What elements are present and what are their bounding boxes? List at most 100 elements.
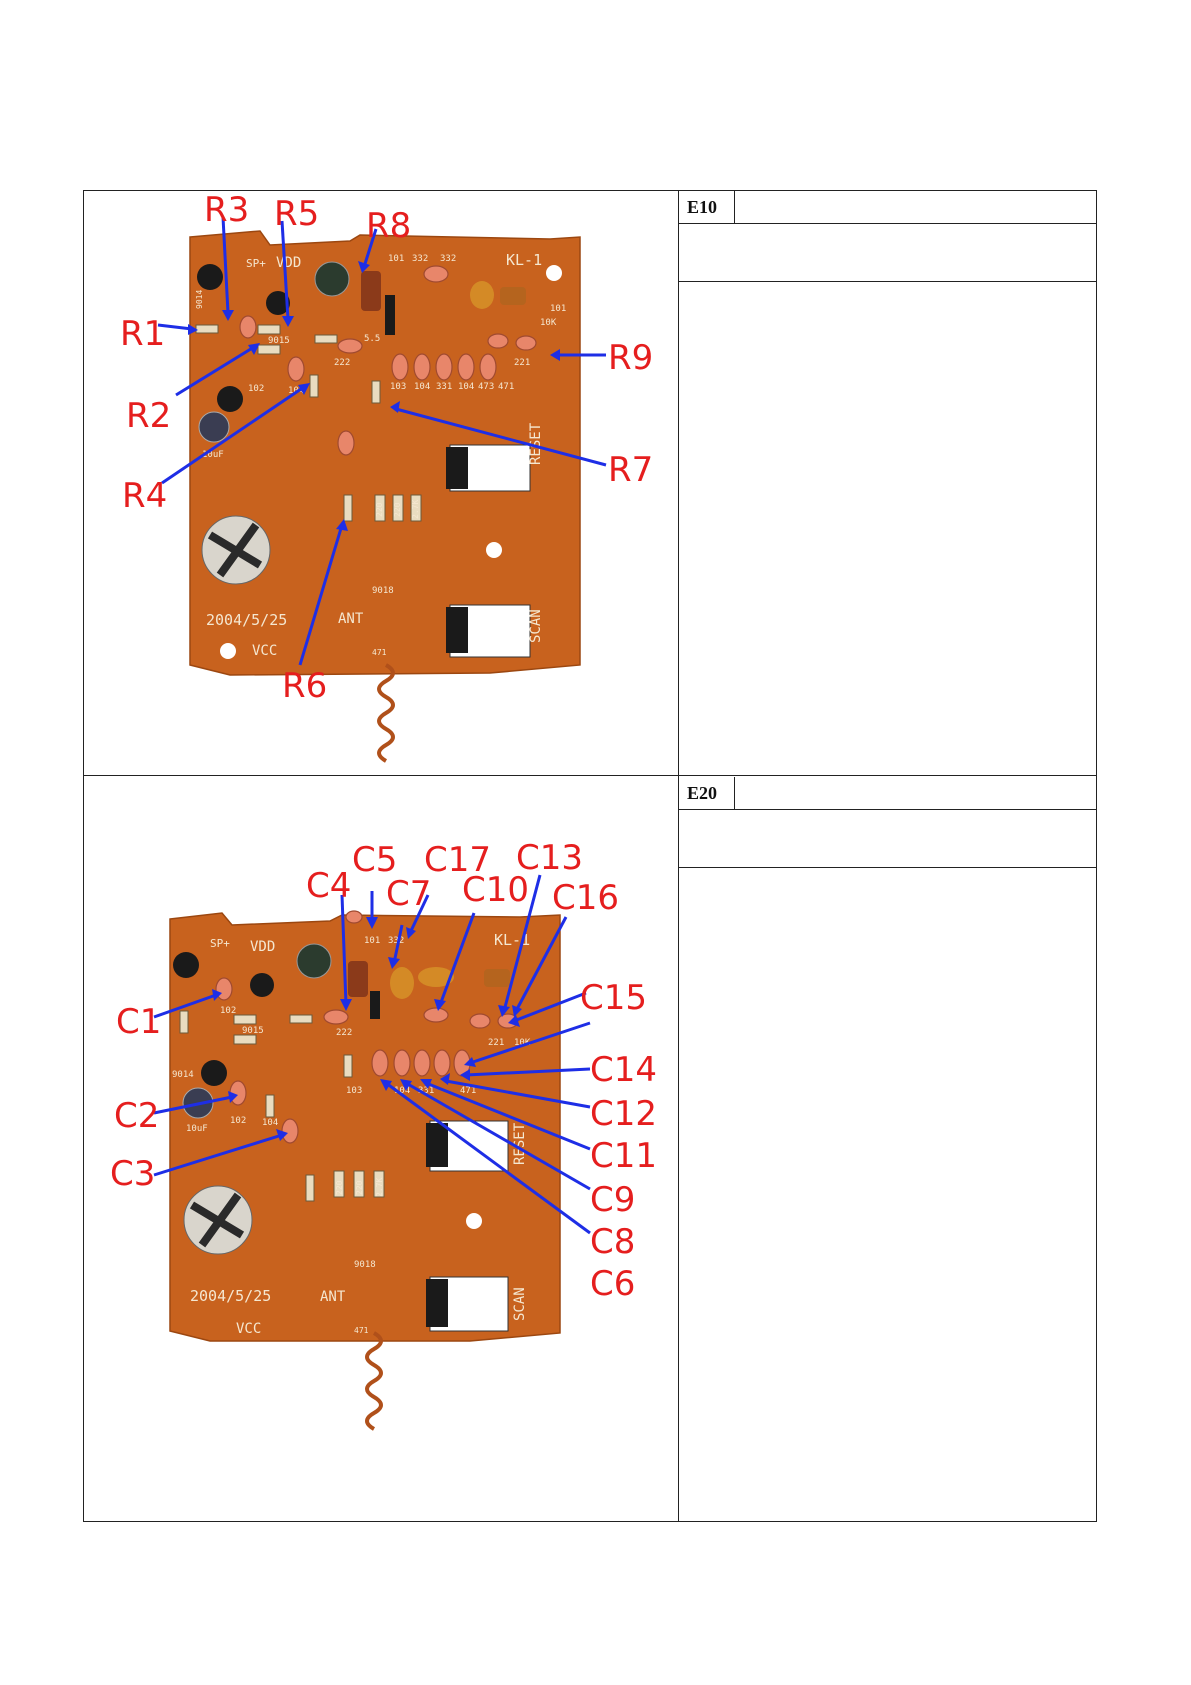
board-text: R6 [282,666,327,706]
board-text: SP+ [210,937,230,950]
resistor [410,494,422,522]
ceramic-capacitor [435,353,453,381]
coil [500,287,526,305]
board-text: R9 [608,338,653,378]
board-text: 103 [346,1086,362,1096]
board-text: 101 [388,254,404,264]
resistor [309,374,319,398]
mounting-hole [220,643,236,659]
board-text: 2.7K [375,1178,384,1197]
board-text: SCAN [528,609,544,643]
board-text: C9 [590,1180,635,1220]
board-text: R3 [204,195,249,230]
transistor [197,264,223,290]
board-text: 103 [390,382,406,392]
potentiometer-wiper [207,522,263,578]
board-text: 331 [436,382,452,392]
scan-switch-button [426,1279,448,1327]
resistor [333,1170,345,1198]
board-text: 331 [418,1086,434,1096]
mounting-hole [486,542,502,558]
resistor [343,494,353,522]
transistor [217,386,243,412]
resistor [305,1174,315,1202]
ceramic-capacitor [413,1049,431,1077]
resistor [373,1170,385,1198]
board-text: 9014 [195,290,204,309]
board-text: 471 [498,382,514,392]
board-text: SCAN [512,1287,528,1321]
board-text: 2004/5/25 [206,611,287,629]
ceramic-capacitor [239,315,257,339]
ceramic-capacitor [457,353,475,381]
board-text: R2 [126,396,171,436]
board-text: KL-1 [506,251,542,269]
board-text: 2.7K [411,500,420,519]
board-text: 332 [440,254,456,264]
section-code-e20: E20 [679,777,735,809]
board-text: 471 [372,648,387,657]
board-text: 471 [460,1086,476,1096]
electrolytic-capacitor [296,943,332,979]
resistor [343,1054,353,1078]
board-text: 104 [414,382,430,392]
board-text: 9015 [242,1026,264,1036]
resistor [289,1014,313,1024]
resistor [233,1034,257,1045]
antenna-coil [377,663,395,763]
ceramic-capacitor [413,353,431,381]
board-text: 9015 [268,336,290,346]
ceramic-capacitor [323,1009,349,1025]
inductor [348,961,368,997]
board-text: C14 [590,1050,657,1090]
board-text: C12 [590,1094,657,1134]
board-text: C1 [116,1002,161,1042]
board-text: 10uF [186,1124,208,1134]
ceramic-capacitor [337,430,355,456]
coil [484,969,510,987]
ceramic-capacitor [337,338,363,354]
section-code-text: E10 [687,196,718,217]
ceramic-capacitor [345,910,363,924]
board-text: ANT [338,611,364,627]
column-divider [678,190,679,1522]
board-text: 10K [540,318,557,328]
inductor [361,271,381,311]
board-text: C10 [462,870,529,910]
board-text: C15 [580,978,647,1018]
ceramic-capacitor [287,356,305,382]
board-text: 471 [354,1326,369,1335]
transistor [201,1060,227,1086]
board-text: 332 [388,936,404,946]
pcb-board [169,912,561,1342]
board-text: R4 [122,476,167,516]
ceramic-capacitor [390,967,414,999]
board-text: C3 [110,1154,155,1194]
resistor [265,1094,275,1118]
resistor [314,334,338,344]
pcb-photo-resistors: SP+ VDD KL-1 101 332 332 9015 102 104 5.… [120,195,653,763]
transistor [250,973,274,997]
board-text: 222 [334,358,350,368]
board-text: R7 [608,450,653,490]
ceramic-capacitor [281,1118,299,1144]
board-text: VDD [250,939,275,955]
electrolytic-capacitor [198,411,230,443]
diode [385,295,395,335]
board-text: 104 [262,1118,278,1128]
board-text: 10uF [202,450,224,460]
resistor [257,344,281,355]
resistor [374,494,386,522]
component-table [83,190,1097,1522]
board-text: 221 [514,358,530,368]
board-text: 221 [488,1038,504,1048]
board-text: R5 [274,195,319,234]
board-text: 220 [335,1180,344,1195]
silkscreen-text: SP+ VDD KL-1 101 332 9015 102 102 104 22… [172,931,531,1337]
e10-header-line [679,223,1097,224]
board-text: C8 [590,1222,635,1262]
board-text: 2004/5/25 [190,1287,271,1305]
board-text: C7 [386,874,431,914]
e20-header-line [679,809,1097,810]
resistor [353,1170,365,1198]
